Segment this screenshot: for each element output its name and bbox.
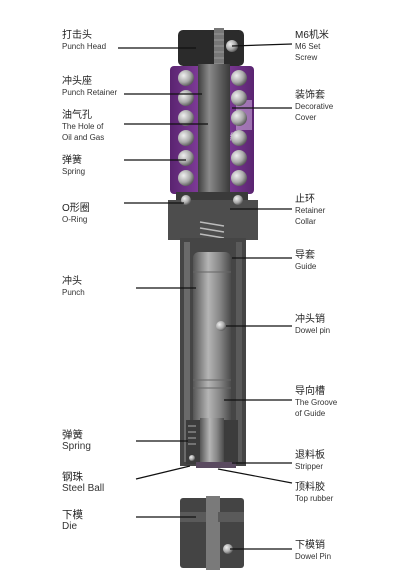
punch-head-part [178, 28, 244, 68]
label-die-dowel-pin-en: Dowel Pin [295, 552, 332, 561]
label-m6-set-screw-cn: M6机米 [295, 30, 329, 41]
label-spring-top-en: Spring [62, 167, 86, 176]
label-punch: 冲头 Punch [62, 276, 85, 298]
label-punch-retainer: 冲头座 Punch Retainer [62, 76, 117, 98]
label-punch-retainer-en: Punch Retainer [62, 88, 118, 97]
label-punch-cn: 冲头 [62, 276, 82, 287]
label-top-rubber-cn: 顶料胶 [295, 482, 325, 493]
label-punch-retainer-cn: 冲头座 [62, 76, 92, 87]
label-decorative-cover: 装饰套 Decorative Cover [295, 90, 333, 123]
label-groove-of-guide: 导向槽 The Groove of Guide [295, 386, 337, 419]
retainer-collar-part [168, 192, 258, 240]
label-dowel-pin-cn: 冲头销 [295, 314, 325, 325]
label-m6-set-screw: M6机米 M6 Set Screw [295, 30, 329, 63]
label-oil-gas-hole-en: The Hole of Oil and Gas [62, 122, 105, 142]
label-die-dowel-pin: 下模销 Dowel Pin [295, 540, 331, 562]
label-punch-head: 打击头 Punch Head [62, 30, 106, 52]
label-o-ring: O形圈 O-Ring [62, 203, 90, 225]
stripper-part [186, 418, 238, 468]
label-groove-of-guide-en: The Groove of Guide [295, 398, 338, 418]
label-die: 下模 Die [62, 509, 83, 533]
label-spring-bottom: 弹簧 Spring [62, 429, 91, 453]
label-oil-gas-hole: 油气孔 The Hole of Oil and Gas [62, 110, 104, 143]
label-punch-head-cn: 打击头 [62, 30, 92, 41]
label-o-ring-en: O-Ring [62, 215, 88, 224]
label-die-dowel-pin-cn: 下模销 [295, 540, 325, 551]
label-oil-gas-hole-cn: 油气孔 [62, 110, 92, 121]
label-retainer-collar: 止环 Retainer Collar [295, 194, 325, 227]
label-stripper: 退料板 Stripper [295, 450, 325, 472]
label-guide: 导套 Guide [295, 250, 316, 272]
label-dowel-pin: 冲头销 Dowel pin [295, 314, 330, 336]
label-spring-bottom-cn: 弹簧 [62, 429, 83, 441]
label-spring-top: 弹簧 Spring [62, 155, 85, 177]
label-retainer-collar-en: Retainer Collar [295, 206, 326, 226]
label-decorative-cover-cn: 装饰套 [295, 90, 325, 101]
label-guide-cn: 导套 [295, 250, 315, 261]
label-decorative-cover-en: Decorative Cover [295, 102, 334, 122]
label-spring-bottom-en: Spring [62, 441, 91, 452]
label-groove-of-guide-cn: 导向槽 [295, 386, 325, 397]
label-guide-en: Guide [295, 262, 317, 271]
label-top-rubber-en: Top rubber [295, 494, 334, 503]
label-die-en: Die [62, 521, 78, 532]
punch-part [193, 252, 231, 452]
label-stripper-en: Stripper [295, 462, 324, 471]
label-dowel-pin-en: Dowel pin [295, 326, 331, 335]
label-punch-en: Punch [62, 288, 85, 297]
label-spring-top-cn: 弹簧 [62, 155, 82, 166]
label-steel-ball-en: Steel Ball [62, 483, 105, 494]
leader-lines [118, 43, 293, 550]
label-retainer-collar-cn: 止环 [295, 194, 315, 205]
label-steel-ball-cn: 钢珠 [62, 471, 83, 483]
spring-balls [178, 70, 247, 186]
label-o-ring-cn: O形圈 [62, 203, 90, 214]
label-top-rubber: 顶料胶 Top rubber [295, 482, 333, 504]
label-stripper-cn: 退料板 [295, 450, 325, 461]
die-part [180, 496, 244, 570]
punch-retainer-part [198, 64, 230, 214]
label-m6-set-screw-en: M6 Set Screw [295, 42, 321, 62]
label-steel-ball: 钢珠 Steel Ball [62, 471, 105, 495]
label-die-cn: 下模 [62, 509, 83, 521]
label-punch-head-en: Punch Head [62, 42, 107, 51]
